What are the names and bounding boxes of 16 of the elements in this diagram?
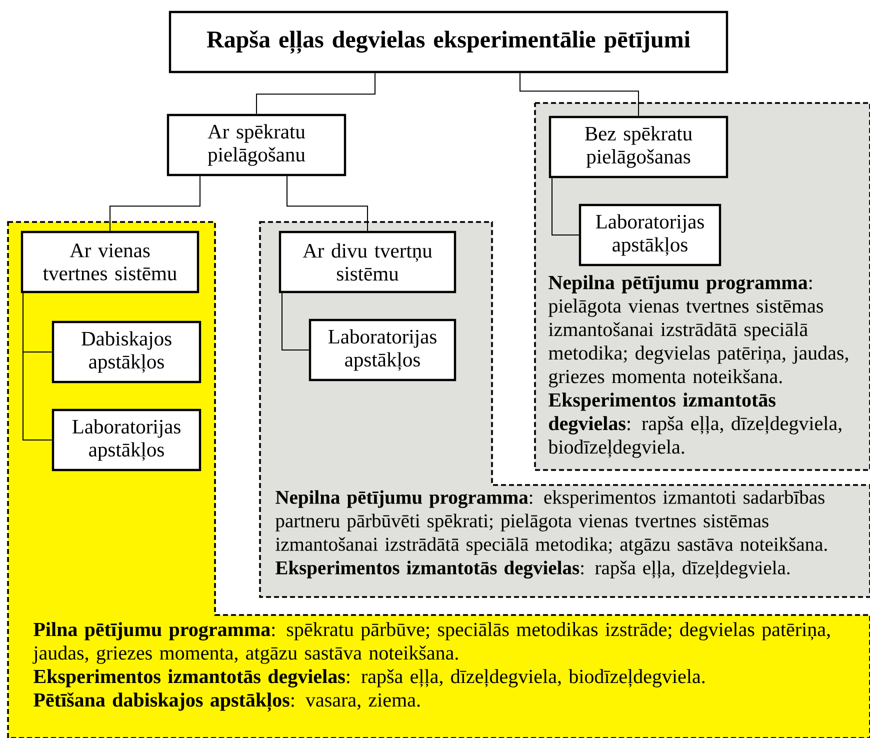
connector-line: [282, 292, 310, 350]
category-box: Laboratorijas apstākļos: [52, 408, 202, 472]
connector-line: [286, 176, 368, 232]
category-box: Bez spēkratu pielāgošanas: [548, 116, 728, 178]
category-box: Laboratorijas apstākļos: [578, 204, 722, 266]
connector-line: [552, 178, 580, 236]
connector-line: [256, 72, 376, 114]
category-box: Laboratorijas apstākļos: [308, 318, 456, 382]
title-box: Rapša eļļas degvielas eksperimentālie pētījumi: [168, 10, 728, 74]
category-box: Ar divu tvertņu sistēmu: [278, 230, 456, 294]
connector-line: [110, 176, 200, 232]
category-box: Ar spēkratu pielāgošanu: [166, 114, 346, 176]
category-box: Dabiskajos apstākļos: [52, 320, 202, 384]
connector-line: [520, 72, 639, 116]
category-box: Ar vienas tvertnes sistēmu: [20, 230, 200, 294]
connector-line: [22, 292, 52, 440]
